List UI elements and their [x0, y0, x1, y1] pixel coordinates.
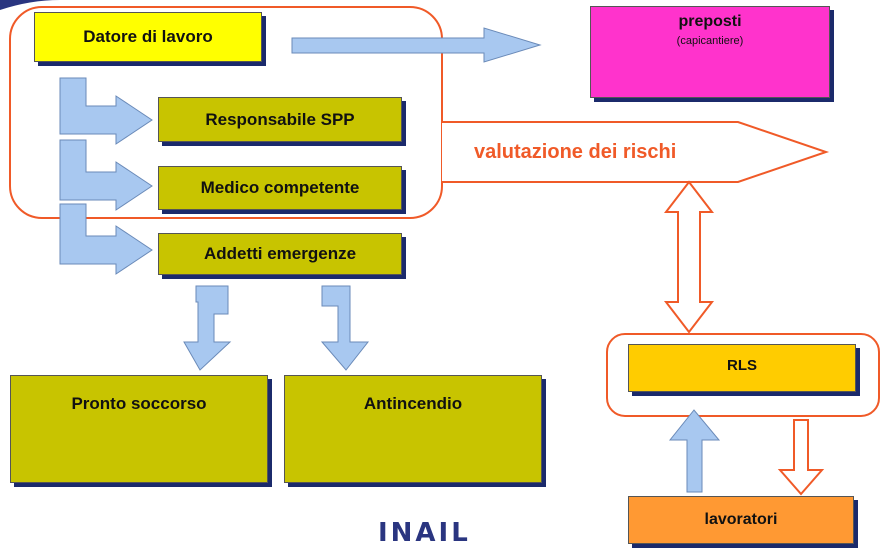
arrow-to-medico [59, 139, 153, 211]
arrow-rls-lavoratori [777, 419, 825, 496]
antincendio-box: Antincendio [284, 375, 542, 483]
preposti-sublabel: (capicantiere) [676, 35, 744, 47]
employer-group-outline [9, 6, 443, 219]
arrow-to-antincendio [320, 285, 370, 371]
corner-decoration [0, 0, 60, 10]
arrow-to-addetti [59, 203, 153, 275]
preposti-label: preposti [678, 13, 742, 30]
responsabile-spp-label: Responsabile SPP [205, 109, 355, 129]
pronto-soccorso-box: Pronto soccorso [10, 375, 268, 483]
addetti-emergenze-box: Addetti emergenze [158, 233, 402, 275]
inail-logo: INAIL [378, 518, 471, 548]
rls-box: RLS [628, 344, 856, 392]
valutazione-arrow-shape [442, 121, 830, 183]
arrow-valutazione-rls [663, 180, 715, 334]
datore-di-lavoro-box: Datore di lavoro [34, 12, 262, 62]
lavoratori-label: lavoratori [704, 511, 778, 528]
rls-label: RLS [727, 357, 757, 374]
preposti-box: preposti (capicantiere) [590, 6, 830, 98]
rls-group-outline [606, 333, 880, 417]
antincendio-label: Antincendio [363, 394, 463, 413]
pronto-soccorso-label: Pronto soccorso [71, 394, 207, 413]
responsabile-spp-box: Responsabile SPP [158, 97, 402, 142]
arrow-to-pronto-soccorso [183, 285, 232, 371]
addetti-emergenze-label: Addetti emergenze [203, 244, 357, 263]
arrow-datore-rspp [59, 77, 153, 145]
valutazione-dei-rischi-label: valutazione dei rischi [474, 141, 677, 163]
datore-di-lavoro-label: Datore di lavoro [83, 27, 213, 46]
medico-competente-label: Medico competente [200, 178, 360, 197]
lavoratori-box: lavoratori [628, 496, 854, 544]
arrow-lavoratori-rls [668, 409, 721, 493]
medico-competente-box: Medico competente [158, 166, 402, 210]
arrow-datore-preposti [291, 27, 542, 63]
